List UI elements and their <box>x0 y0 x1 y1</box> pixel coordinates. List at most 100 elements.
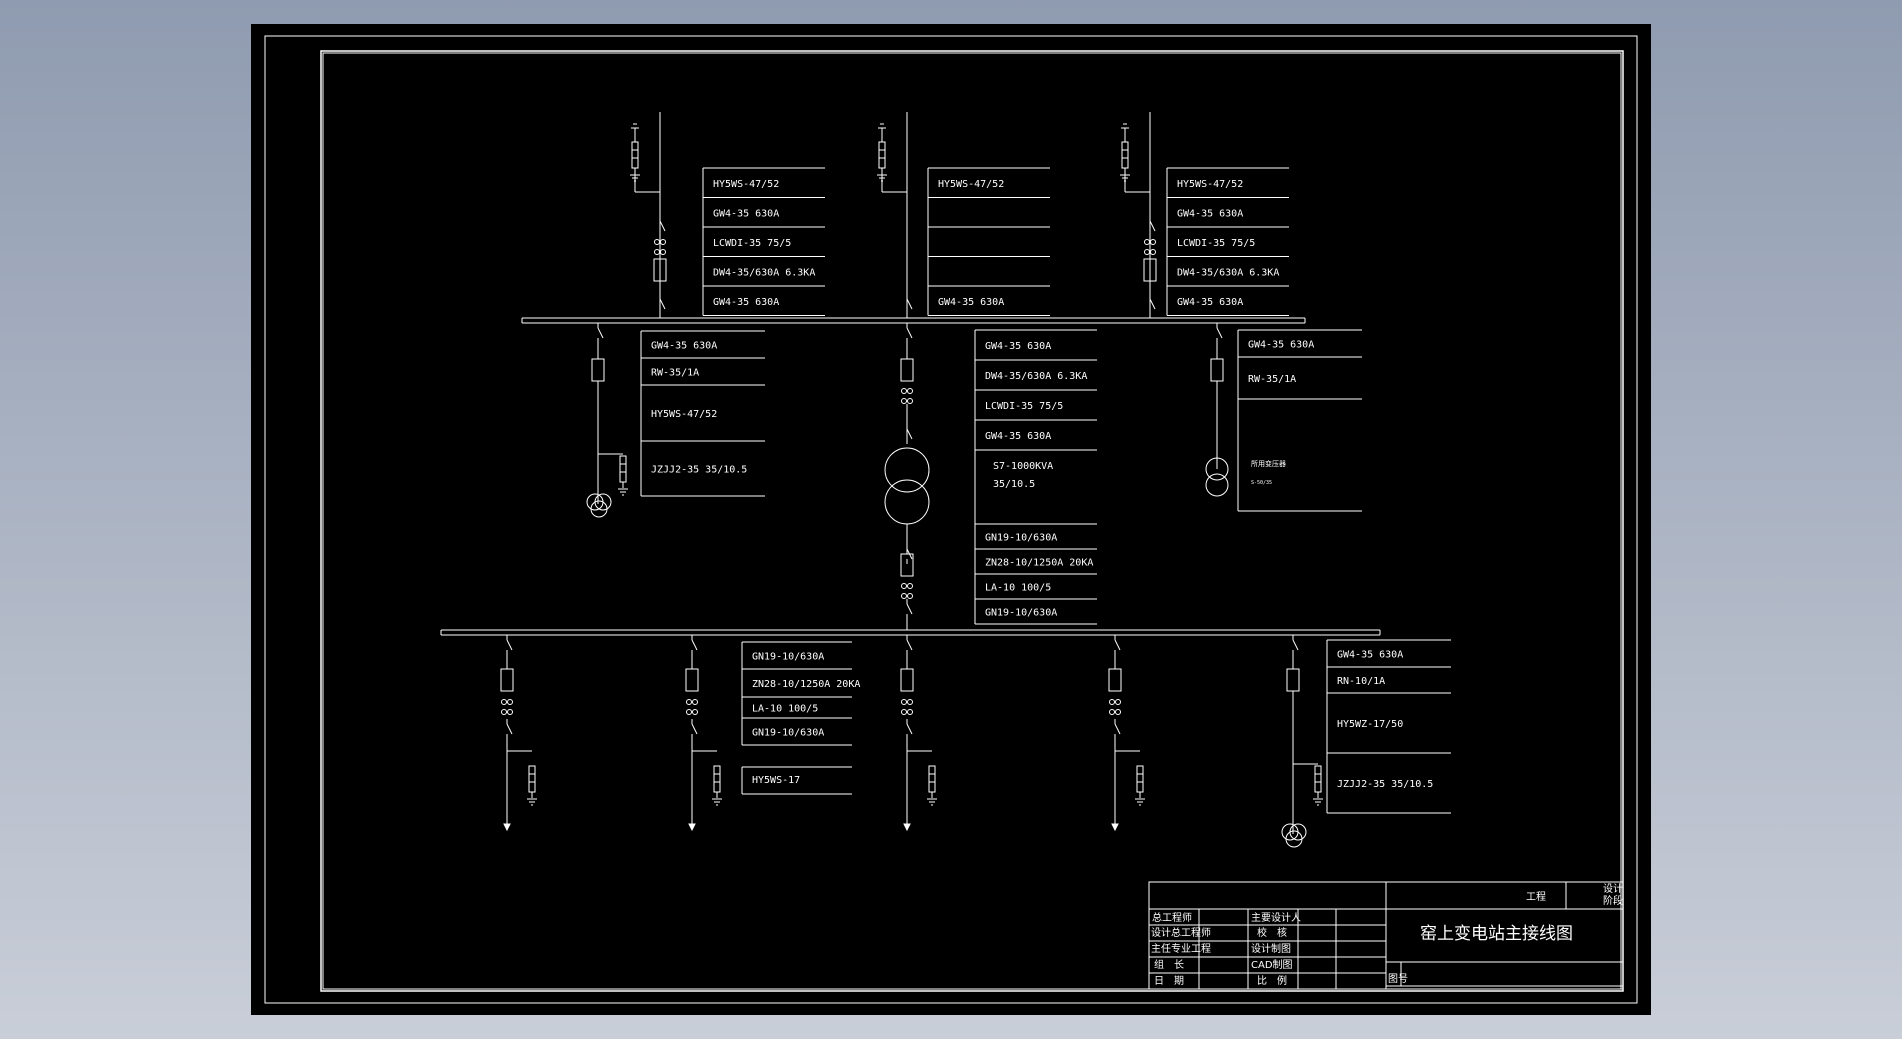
circuit-breaker-icon <box>1143 258 1157 282</box>
station-transformer-icon <box>1205 457 1229 481</box>
current-transformer-icon <box>501 699 513 715</box>
equipment-spec: HY5WS-47/52 <box>651 409 717 420</box>
ground-icon <box>877 174 887 182</box>
outgoing-feeder-4 <box>1114 655 1140 830</box>
disconnect-switch-icon <box>597 323 604 343</box>
drawing-title: 窑上变电站主接线图 <box>1420 924 1573 944</box>
disconnect-switch-icon <box>906 294 913 314</box>
current-transformer-icon <box>901 583 913 599</box>
current-transformer-icon <box>901 699 913 715</box>
incoming-feeder-2 <box>878 112 908 318</box>
equipment-table: GW4-35 630A DW4-35/630A 6.3KA LCWDI-35 75/… <box>974 329 1097 451</box>
disconnect-switch-icon <box>1114 719 1121 739</box>
equipment-spec: RW-35/1A <box>651 368 699 379</box>
equipment-spec: ZN28-10/1250A 20KA <box>985 558 1093 569</box>
role-drafter: 设计制图 <box>1251 942 1291 955</box>
surge-arrester-icon <box>1314 765 1322 798</box>
disconnect-switch-icon <box>906 424 913 444</box>
equipment-spec: GN19-10/630A <box>985 533 1057 544</box>
role-main-designer: 主要设计人 <box>1251 911 1301 924</box>
outgoing-arrow-icon <box>903 823 911 832</box>
equipment-spec: DW4-35/630A 6.3KA <box>985 371 1087 382</box>
title-block: 工程 设计 阶段 窑上变电站主接线图 图号 总工程师 设计总工程师 主任专业工程… <box>1148 881 1624 990</box>
ground-icon <box>1135 798 1145 806</box>
equipment-spec: HY5WS-17 <box>752 775 800 786</box>
equipment-spec: GN19-10/630A <box>985 608 1057 619</box>
role-date: 日 期 <box>1154 975 1184 987</box>
ground-icon <box>527 798 537 806</box>
circuit-breaker-icon <box>500 668 514 692</box>
equipment-spec: LCWDI-35 75/5 <box>985 401 1063 412</box>
power-transformer-icon <box>884 447 930 493</box>
design-stage-2: 阶段 <box>1603 894 1623 907</box>
disconnect-switch-icon <box>906 635 913 655</box>
disconnect-switch-icon <box>691 719 698 739</box>
equipment-spec: GW4-35 630A <box>985 431 1051 442</box>
equipment-spec: GW4-35 630A <box>651 341 717 352</box>
equipment-spec: GW4-35 630A <box>713 297 779 308</box>
outgoing-feeder-2 <box>691 655 717 830</box>
circuit-breaker-icon <box>1210 358 1224 382</box>
equipment-table: GN19-10/630A ZN28-10/1250A 20KA LA-10 100/… <box>974 523 1097 625</box>
circuit-breaker-icon <box>1286 668 1300 692</box>
equipment-spec: JZJJ2-35 35/10.5 <box>651 465 747 476</box>
circuit-breaker-icon <box>900 553 914 577</box>
equipment-spec: GW4-35 630A <box>938 297 1004 308</box>
surge-arrester-icon <box>1121 141 1129 174</box>
outgoing-arrow-icon <box>1111 823 1119 832</box>
circuit-breaker-icon <box>1108 668 1122 692</box>
circuit-breaker-icon <box>591 358 605 382</box>
surge-arrester-icon <box>878 141 886 174</box>
disconnect-switch-icon <box>659 294 666 314</box>
equipment-spec: HY5WS-47/52 <box>1177 179 1243 190</box>
equipment-spec: LCWDI-35 75/5 <box>713 238 791 249</box>
transformer-rating: S7-1000KVA 35/10.5 <box>974 449 1097 524</box>
ground-icon <box>712 798 722 806</box>
station-transformer-model: S-50/35 <box>1251 480 1272 486</box>
equipment-spec: JZJJ2-35 35/10.5 <box>1337 779 1433 790</box>
current-transformer-icon <box>1144 239 1156 255</box>
equipment-spec: DW4-35/630A 6.3KA <box>1177 267 1279 278</box>
role-checker: 校 核 <box>1257 926 1287 939</box>
disconnect-switch-icon <box>906 719 913 739</box>
equipment-spec: GN19-10/630A <box>752 652 824 663</box>
role-chief-engineer: 总工程师 <box>1152 911 1192 924</box>
project-label: 工程 <box>1526 891 1546 903</box>
role-cad-drafter: CAD制图 <box>1251 958 1293 971</box>
equipment-spec: LA-10 100/5 <box>985 583 1051 594</box>
current-transformer-icon <box>901 388 913 404</box>
transformer-model: S7-1000KVA <box>993 461 1053 472</box>
transformer-ratio: 35/10.5 <box>993 479 1035 490</box>
disconnect-switch-icon <box>506 719 513 739</box>
incoming-feeder-1 <box>631 112 661 318</box>
disconnect-switch-icon <box>906 323 913 343</box>
disconnect-switch-icon <box>506 635 513 655</box>
station-transformer-table: 所用变压器 S-50/35 <box>1237 399 1362 512</box>
arrester-spec: HY5WS-17 <box>741 766 852 795</box>
equipment-spec: GW4-35 630A <box>1248 340 1314 351</box>
current-transformer-icon <box>654 239 666 255</box>
disconnect-switch-icon <box>1114 635 1121 655</box>
equipment-spec: GW4-35 630A <box>1177 208 1243 219</box>
lv-bus-10kv <box>440 629 1381 636</box>
disconnect-switch-icon <box>1292 635 1299 655</box>
station-transformer-name: 所用变压器 <box>1251 459 1286 468</box>
drawing-no-label: 图号 <box>1388 973 1408 985</box>
equipment-spec: LA-10 100/5 <box>752 704 818 715</box>
outer-frame <box>264 35 1638 1004</box>
circuit-breaker-icon <box>653 258 667 282</box>
role-discipline-engineer: 主任专业工程 <box>1151 942 1211 955</box>
current-transformer-icon <box>1109 699 1121 715</box>
equipment-spec: HY5WS-47/52 <box>938 179 1004 190</box>
equipment-spec: GW4-35 630A <box>1177 297 1243 308</box>
ground-icon <box>1313 798 1323 806</box>
equipment-spec: LCWDI-35 75/5 <box>1177 238 1255 249</box>
role-design-chief: 设计总工程师 <box>1151 926 1211 939</box>
ground-icon <box>927 798 937 806</box>
current-transformer-icon <box>686 699 698 715</box>
ground-icon <box>1120 174 1130 182</box>
